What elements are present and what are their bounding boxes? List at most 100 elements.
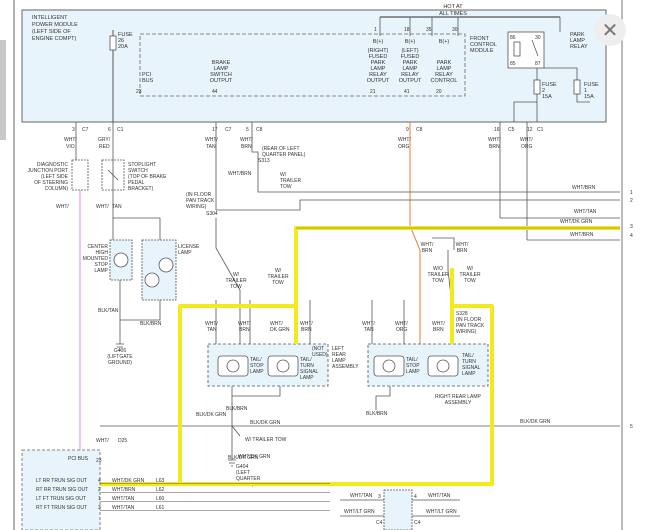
svg-text:FUSE: FUSE (118, 32, 133, 38)
svg-text:3: 3 (72, 127, 75, 133)
dlc-label: DIAGNOSTIC JUNCTION PORT (LEFT SIDE OF S… (28, 162, 69, 192)
svg-text:W/: W/ (233, 272, 240, 278)
svg-text:5: 5 (246, 127, 249, 133)
svg-text:20A: 20A (118, 44, 128, 50)
svg-text:PEDAL: PEDAL (128, 180, 145, 186)
svg-text:ASSEMBLY: ASSEMBLY (445, 400, 472, 406)
left-scroll-indicator[interactable] (0, 40, 6, 140)
svg-text:LAMP: LAMP (250, 369, 264, 375)
left-park-relay-output-label: (LEFT) FUSED PARK LAMP RELAY OUTPUT (399, 48, 422, 84)
svg-text:3: 3 (630, 224, 633, 230)
svg-text:LAMP: LAMP (406, 369, 420, 375)
svg-text:26: 26 (118, 38, 124, 44)
bottom-row-circuit: L61 (156, 505, 165, 511)
svg-text:W/ TRAILER TOW: W/ TRAILER TOW (245, 437, 287, 443)
bottom-row-pin: 2 (98, 487, 101, 493)
svg-text:CONTROL: CONTROL (470, 42, 497, 48)
svg-text:SIGNAL: SIGNAL (462, 365, 481, 371)
svg-text:WHT/DK GRN: WHT/DK GRN (560, 219, 593, 225)
svg-text:TAIL/: TAIL/ (406, 357, 418, 363)
svg-text:BRN: BRN (241, 144, 252, 150)
svg-text:TAIL/: TAIL/ (300, 357, 312, 363)
right-mid-wire-labels: WHT/ BRN WHT/ BRN W/O TRAILER TOW W/ TRA… (421, 242, 481, 284)
svg-text:C4: C4 (414, 520, 421, 526)
svg-text:12: 12 (527, 127, 533, 133)
ipm-title: INTELLIGENT POWER MODULE (LEFT SIDE OF E… (32, 15, 78, 42)
top-wire-colors: WHT/VIO GRY/RED WHT/TAN WHT/BRN WHT/ORG … (64, 137, 533, 150)
svg-text:WHT/: WHT/ (488, 137, 501, 143)
bottom-row-circuit: L62 (156, 487, 165, 493)
svg-text:LAMP: LAMP (332, 358, 346, 364)
left-lamp-labels: TAIL/ STOP LAMP TAIL/ TURN SIGNAL LAMP (250, 357, 319, 381)
svg-text:(IN FLOOR: (IN FLOOR (456, 317, 482, 323)
svg-text:PARK: PARK (371, 60, 386, 66)
fuse2-symbol (533, 79, 541, 95)
svg-text:C8: C8 (416, 127, 423, 133)
svg-text:WHT/: WHT/ (205, 137, 218, 143)
svg-text:S328: S328 (456, 311, 468, 317)
svg-text:PARK: PARK (403, 60, 418, 66)
svg-text:S304: S304 (206, 211, 218, 217)
svg-text:RELAY: RELAY (401, 72, 419, 78)
svg-text:30: 30 (535, 35, 541, 41)
svg-text:(TOP OF BRAKE: (TOP OF BRAKE (128, 174, 167, 180)
svg-text:3: 3 (378, 494, 381, 500)
svg-text:C1: C1 (537, 127, 544, 133)
svg-text:TRAILER: TRAILER (280, 178, 302, 184)
svg-text:TRAILER: TRAILER (427, 272, 449, 278)
park-lamp-relay-control-label: PARK LAMP RELAY CONTROL (431, 60, 458, 84)
svg-text:(LIFTGATE: (LIFTGATE (107, 354, 133, 360)
svg-text:WHT/: WHT/ (362, 321, 375, 327)
svg-text:(LEFT): (LEFT) (401, 48, 418, 54)
svg-text:BLK/DK GRN: BLK/DK GRN (250, 420, 281, 426)
svg-text:RIGHT REAR LAMP: RIGHT REAR LAMP (435, 394, 481, 400)
s328-label: S328 (IN FLOOR PAN TRACK WIRING) (456, 311, 485, 335)
svg-text:QUARTER PANEL): QUARTER PANEL) (262, 152, 306, 158)
svg-text:18: 18 (404, 27, 410, 33)
svg-text:C1: C1 (117, 127, 124, 133)
g406-label: G406 (LIFTGATE GROUND) (107, 348, 133, 366)
bottom-right-connector (383, 489, 413, 530)
svg-text:44: 44 (212, 89, 218, 95)
bottom-row-pin: 4 (98, 478, 101, 484)
svg-text:SIGNAL: SIGNAL (300, 369, 319, 375)
license-bulb-2 (158, 257, 174, 273)
svg-text:BRN: BRN (301, 327, 312, 333)
svg-text:WHT/BRN: WHT/BRN (570, 232, 594, 238)
license-bulb-1 (144, 272, 160, 288)
close-button[interactable]: ✕ (594, 14, 626, 46)
ground-wire-labels: BLK/DK GRN BLK/DK GRN BLK/DK GRN BLK/DK … (196, 406, 551, 461)
bottom-row-wire: WHT/DK GRN (112, 478, 145, 484)
svg-text:(NOT: (NOT (312, 346, 324, 352)
svg-text:WHT/TAN: WHT/TAN (574, 209, 597, 215)
svg-text:LICENSE: LICENSE (178, 244, 200, 250)
svg-text:5: 5 (630, 424, 633, 430)
svg-text:(LEFT SIDE OF: (LEFT SIDE OF (32, 29, 71, 35)
fcm-box (139, 33, 466, 97)
svg-text:W/: W/ (275, 268, 282, 274)
bottom-row-wire: WHT/TAN (112, 496, 135, 502)
svg-text:15A: 15A (584, 94, 594, 100)
svg-text:WHT/BRN: WHT/BRN (572, 185, 596, 191)
right-edge-numbers: 1 2 3 4 5 (630, 190, 633, 430)
svg-text:2: 2 (542, 88, 545, 94)
close-icon: ✕ (601, 18, 619, 42)
svg-text:FUSED: FUSED (369, 54, 388, 60)
right-tail-turn-bulb (436, 359, 450, 373)
svg-text:TRAILER: TRAILER (267, 274, 289, 280)
right-wire-labels: WHT/BRN WHT/TAN WHT/DK GRN WHT/BRN (560, 185, 597, 238)
right-lamp-wires (371, 300, 405, 410)
right-lamp-labels: TAIL/ STOP LAMP TAIL/ TURN SIGNAL LAMP (406, 353, 481, 377)
chmsl-bulb (113, 252, 129, 268)
svg-text:SWITCH: SWITCH (128, 168, 148, 174)
diagnostic-port (71, 159, 89, 191)
svg-text:COLUMN): COLUMN) (45, 186, 69, 192)
svg-text:TOW: TOW (230, 284, 242, 290)
svg-text:POWER MODULE: POWER MODULE (32, 22, 78, 28)
svg-text:TRAILER: TRAILER (225, 278, 247, 284)
bplus-labels: B(+) B(+) B(+) (373, 39, 450, 45)
svg-text:LAMP: LAMP (437, 66, 452, 72)
svg-text:WHT/LT GRN: WHT/LT GRN (344, 509, 375, 515)
ipm-down-wires (75, 122, 528, 240)
